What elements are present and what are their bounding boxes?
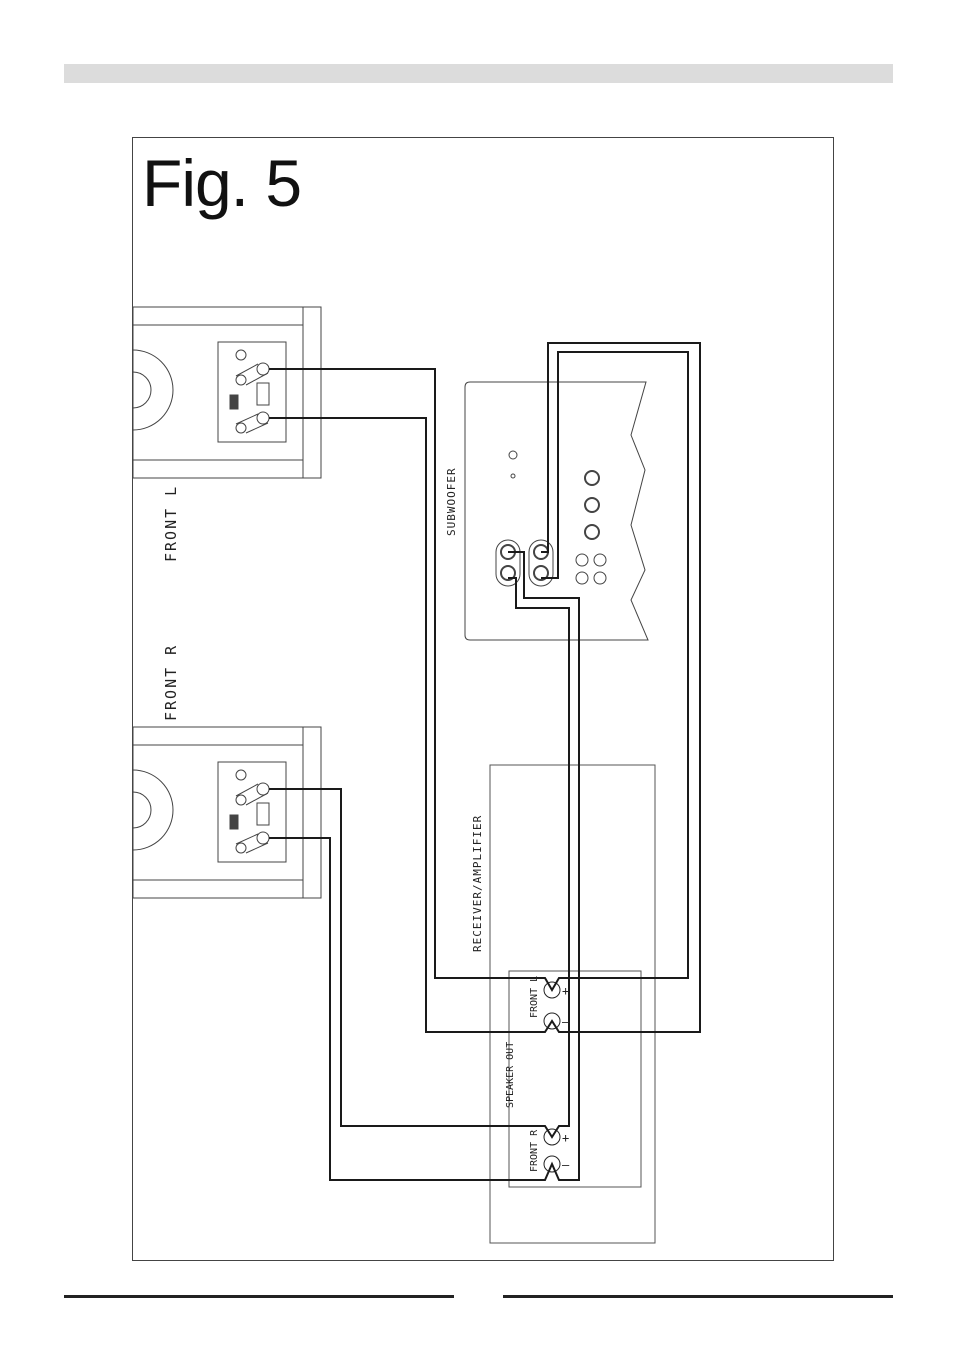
front-l-label: FRONT L [162,485,180,562]
sub-knob [585,498,599,512]
speaker-out-label: SPEAKER OUT [505,1042,516,1108]
front-l-terminal-plate [218,342,286,442]
front-l-terminal [236,350,246,360]
receiver-amplifier [490,765,655,1243]
front-r-terminal [257,832,269,844]
front-l-terminal [257,412,269,424]
footer-rule-left [64,1295,454,1298]
front-l-cabinet [133,307,321,478]
rca-jack [594,554,606,566]
minus-sign: – [562,1158,570,1172]
plus-sign: + [562,984,569,998]
receiver-label: RECEIVER/AMPLIFIER [471,815,484,952]
subwoofer-panel [465,382,648,640]
rca-jack [576,554,588,566]
front-r-terminal-plate [218,762,286,862]
led-indicator [511,474,515,478]
subwoofer-label: SUBWOOFER [445,467,458,536]
rca-jack [594,572,606,584]
front-l-woofer [133,350,173,430]
front-r-cabinet [133,727,321,898]
footer-rule-right [503,1295,893,1298]
speaker-wires [269,343,700,1180]
recv-front-l-label: FRONT L [529,976,540,1018]
plus-sign: + [562,1131,569,1145]
receiver-outline [490,765,655,1243]
recv-front-r-label: FRONT R [529,1129,540,1172]
wire-front-r-plus [269,578,569,1137]
front-r-label: FRONT R [162,644,180,721]
rca-jack [576,572,588,584]
power-icon [509,451,517,459]
front-l-terminal [236,423,246,433]
front-r-terminal [236,843,246,853]
front-r-terminal [236,770,246,780]
sub-knob [585,525,599,539]
minus-sign: – [562,1015,570,1029]
subwoofer-outline [465,382,648,640]
wire-front-r-minus [269,552,579,1180]
front-l-speaker [133,307,321,478]
sub-knob [585,471,599,485]
front-r-speaker [133,727,321,898]
front-l-terminal [236,375,246,385]
front-r-woofer [133,770,173,850]
front-r-terminal [236,795,246,805]
